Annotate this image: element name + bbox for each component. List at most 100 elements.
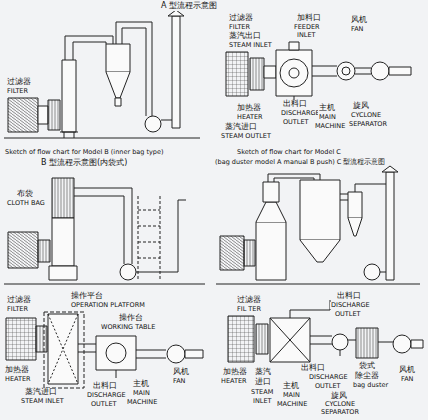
- part-label: OUTLET: [314, 383, 342, 390]
- caption: Sketch of flow chart for Model B (inner …: [4, 149, 165, 156]
- equipment-outline: [250, 58, 264, 90]
- part-label: 风机: [398, 366, 416, 375]
- part-label: 出料口: [92, 382, 118, 391]
- part-label: FAN: [172, 378, 186, 385]
- part-label: HEATER: [220, 378, 248, 385]
- part-label: MAIN: [132, 390, 151, 397]
- equipment-outline: [276, 50, 312, 96]
- equipment-outline: [161, 120, 172, 121]
- equipment-outline: [411, 340, 423, 348]
- part-label: CLOTH BAG: [6, 200, 46, 207]
- equipment-outline: [52, 218, 74, 266]
- part-label: HEATER: [236, 114, 264, 121]
- part-label: bag duster: [352, 382, 389, 389]
- model-plan-view: [226, 42, 411, 100]
- part-label: 出料口: [300, 364, 326, 373]
- part-label: CYCLONE: [350, 112, 382, 119]
- equipment-outline: [6, 318, 36, 360]
- equipment-outline: [116, 22, 152, 116]
- part-label: FIL TER: [236, 306, 262, 313]
- equipment-outline: [216, 284, 420, 285]
- part-label: DISCHARGE: [86, 392, 127, 399]
- part-label: 出料口: [282, 100, 308, 109]
- part-label: 加热器: [236, 104, 262, 113]
- equipment-outline: [185, 350, 203, 358]
- part-label: 除尘器: [354, 372, 380, 381]
- equipment-outline: [290, 300, 330, 318]
- equipment-outline: [4, 284, 205, 285]
- part-label: 蒸汽出口: [228, 32, 262, 41]
- part-label: FILTER: [228, 24, 251, 31]
- equipment-outline: [44, 312, 84, 388]
- equipment-outline: [280, 59, 308, 87]
- equipment-outline: [8, 98, 38, 132]
- equipment-outline: [256, 324, 268, 354]
- equipment-outline: [356, 328, 378, 358]
- part-label: MACHINE: [314, 123, 346, 130]
- equipment-outline: [364, 264, 380, 280]
- equipment-outline: [106, 72, 130, 98]
- part-label: OUTLET: [90, 401, 118, 408]
- equipment-outline: [256, 222, 286, 280]
- equipment-outline: [393, 335, 411, 353]
- part-label: CYCLONE: [324, 401, 356, 408]
- part-label: WORKING TABLE: [100, 324, 156, 331]
- equipment-outline: [116, 370, 117, 378]
- equipment-outline: [289, 68, 299, 78]
- part-label: FILTER: [6, 88, 29, 95]
- equipment-outline: [355, 184, 386, 192]
- equipment-outline: [310, 336, 332, 344]
- part-label: SEPARATOR: [320, 409, 360, 416]
- part-label: 操作台: [118, 314, 144, 323]
- equipment-outline: [270, 318, 310, 362]
- equipment-outline: [38, 240, 50, 262]
- part-label: 旋风: [352, 102, 370, 111]
- caption: B 型流程示意图(内袋式): [40, 159, 128, 168]
- equipment-outline: [138, 196, 160, 280]
- equipment-outline: [348, 192, 362, 218]
- part-label: MAIN: [282, 392, 301, 399]
- part-label: FAN: [350, 26, 364, 33]
- part-label: INLET: [252, 398, 272, 405]
- part-label: 蒸汽进口: [24, 388, 58, 397]
- equipment-outline: [312, 66, 337, 76]
- part-label: 过滤器: [6, 296, 32, 305]
- equipment-outline: [38, 106, 48, 124]
- part-label: 操作平台: [70, 292, 104, 301]
- equipment-outline: [136, 200, 186, 272]
- equipment-outline: [49, 266, 77, 280]
- model-b-plan-view: [6, 312, 203, 388]
- part-label: 旋风: [330, 392, 348, 401]
- equipment-outline: [340, 194, 348, 200]
- diagram-title: A 型流程示意图: [160, 2, 218, 11]
- equipment-outline: [382, 166, 398, 172]
- part-label: 主机: [132, 380, 150, 389]
- model-b-elevation: [4, 178, 205, 284]
- equipment-outline: [340, 350, 341, 356]
- equipment-outline: [96, 336, 136, 370]
- equipment-outline: [60, 132, 78, 138]
- part-label: 主机: [282, 382, 300, 391]
- equipment-outline: [106, 44, 130, 72]
- equipment-outline: [115, 98, 121, 106]
- part-label: 风机: [350, 16, 368, 25]
- caption: Sketch of flow chart for Model C: [236, 149, 342, 156]
- part-label: OUTLET: [282, 119, 310, 126]
- equipment-outline: [332, 334, 348, 350]
- part-label: 加热器: [222, 368, 248, 377]
- part-label: SEPARATOR: [348, 121, 388, 128]
- equipment-outline: [48, 100, 60, 130]
- part-label: INLET: [296, 32, 316, 39]
- equipment-outline: [378, 342, 393, 343]
- part-label: 过滤器: [236, 296, 262, 305]
- equipment-outline: [355, 68, 371, 74]
- model-a-elevation: [4, 10, 200, 138]
- part-label: 主机: [318, 104, 336, 113]
- equipment-outline: [226, 52, 248, 96]
- equipment-outline: [36, 326, 47, 352]
- equipment-outline: [145, 116, 161, 132]
- equipment-outline: [264, 66, 276, 78]
- equipment-outline: [74, 188, 132, 264]
- equipment-outline: [300, 240, 340, 262]
